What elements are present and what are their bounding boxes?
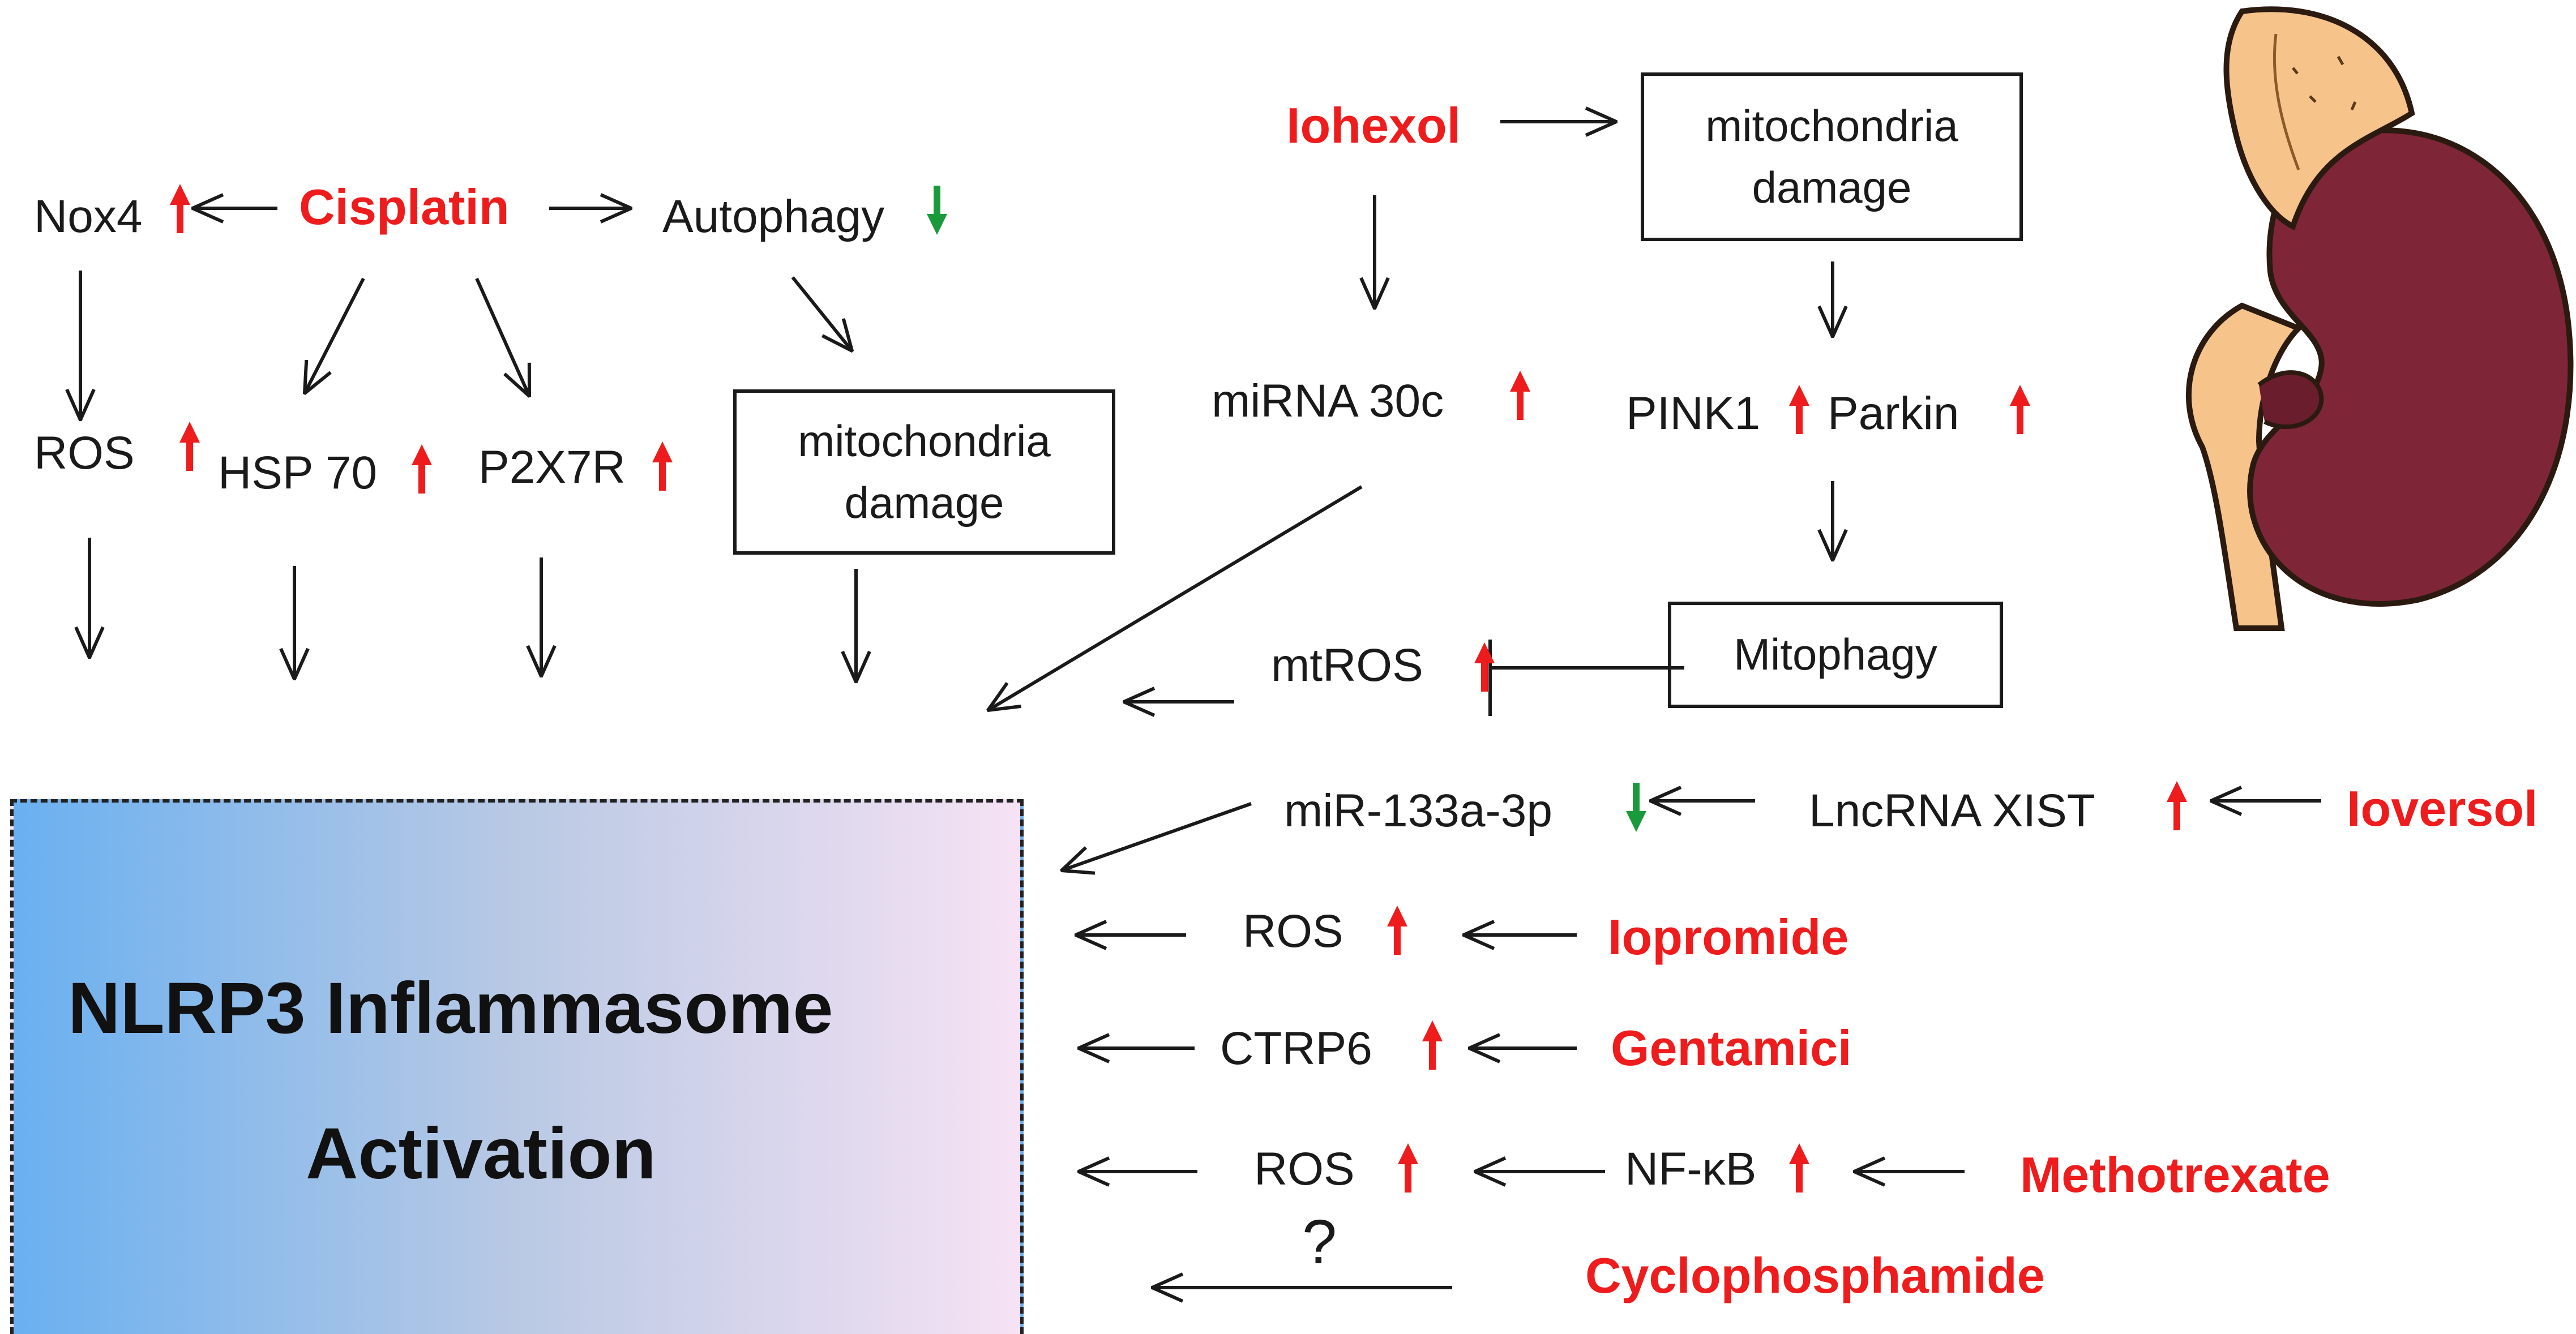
pathway-arrows: [80, 122, 2321, 1288]
node-mtros: mtROS: [1271, 640, 1423, 691]
arrow-mir-to-nlrp3: [1062, 802, 1252, 870]
drug-gentamici: Gentamici: [1611, 1020, 1852, 1076]
unknown-mechanism-mark: ?: [1302, 1207, 1337, 1277]
node-lncrna-xist: LncRNA XIST: [1809, 785, 2095, 837]
ros-cisplatin-up-arrow-icon: [179, 422, 200, 471]
lncrna-xist-up-arrow-icon: [2167, 781, 2187, 830]
ros-iopromide-up-arrow-icon: [1387, 906, 1407, 955]
node-nox4: Nox4: [34, 191, 143, 242]
box-mitochondria-damage-iohexol: mitochondria damage: [1641, 72, 2023, 241]
node-mirna-30c: miRNA 30c: [1212, 375, 1444, 427]
inhibition-mitophagy-to-mtros: [1488, 640, 1684, 716]
mirna-30c-up-arrow-icon: [1510, 371, 1530, 420]
drug-iopromide: Iopromide: [1608, 909, 1849, 965]
nlrp3-title-line2: Activation: [306, 1113, 656, 1194]
drug-iohexol: Iohexol: [1286, 97, 1461, 153]
kidney-icon: [2185, 6, 2574, 631]
regulation-indicators: [170, 184, 2187, 1193]
drug-cisplatin: Cisplatin: [299, 179, 510, 235]
drug-cyclophosphamide: Cyclophosphamide: [1585, 1247, 2045, 1303]
mir-133a-3p-down-arrow-icon: [1626, 783, 1646, 832]
node-mir-133a-3p: miR-133a-3p: [1284, 785, 1552, 837]
node-nfkb: NF-κB: [1625, 1143, 1757, 1195]
hsp70-up-arrow-icon: [412, 444, 432, 494]
box-mitophagy: Mitophagy: [1668, 602, 2003, 708]
box-mitochondria-damage-cisplatin: mitochondria damage: [733, 389, 1115, 555]
parkin-up-arrow-icon: [2010, 385, 2030, 434]
node-autophagy: Autophagy: [662, 191, 885, 242]
arrow-cisplatin-to-p2x7r: [475, 277, 529, 396]
nfkb-up-arrow-icon: [1789, 1143, 1809, 1193]
node-pink1: PINK1: [1626, 388, 1760, 439]
ros-methotrexate-up-arrow-icon: [1398, 1143, 1418, 1193]
node-ros-cisplatin: ROS: [34, 427, 135, 479]
pink1-up-arrow-icon: [1789, 385, 1809, 434]
nox4-up-arrow-icon: [170, 184, 190, 233]
node-ros-iopromide: ROS: [1243, 906, 1343, 957]
node-hsp70: HSP 70: [218, 447, 378, 499]
mtros-up-arrow-icon: [1474, 642, 1495, 692]
drug-ioversol: Ioversol: [2347, 780, 2538, 837]
node-parkin: Parkin: [1828, 388, 1959, 439]
node-ros-methotrexate: ROS: [1254, 1143, 1355, 1195]
drug-methotrexate: Methotrexate: [2020, 1147, 2330, 1203]
nlrp3-activation-box: [10, 799, 1024, 1334]
arrow-mirna-to-nlrp3: [988, 485, 1363, 710]
node-ctrp6: CTRP6: [1220, 1023, 1372, 1074]
nlrp3-title-line1: NLRP3 Inflammasome: [68, 968, 833, 1049]
node-p2x7r: P2X7R: [478, 441, 626, 493]
arrow-autophagy-to-mito-damage: [791, 276, 852, 351]
arrow-cisplatin-to-hsp70: [305, 277, 365, 393]
ctrp6-up-arrow-icon: [1422, 1020, 1443, 1070]
autophagy-down-arrow-icon: [927, 186, 947, 235]
p2x7r-up-arrow-icon: [652, 441, 673, 491]
